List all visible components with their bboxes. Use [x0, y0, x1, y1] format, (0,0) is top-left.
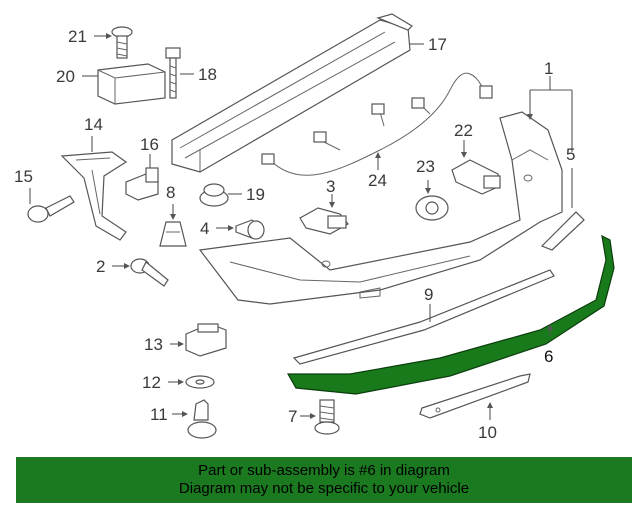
part-5-reflector [540, 211, 585, 251]
part-11-clip [187, 399, 217, 439]
callout-7: 7 [288, 407, 297, 426]
part-16-clip-nut [125, 167, 159, 201]
part-8-clip [159, 221, 187, 247]
callout-11: 11 [150, 405, 168, 424]
info-banner: Part or sub-assembly is #6 in diagram Di… [16, 457, 632, 503]
part-2-screw [130, 258, 169, 287]
callout-21: 21 [68, 27, 87, 46]
part-4-plug [235, 219, 265, 240]
callout-6: 6 [544, 347, 553, 366]
part-12-washer [185, 375, 215, 389]
callout-20: 20 [56, 67, 75, 86]
callout-23: 23 [416, 157, 435, 176]
part-24-wiring-harness [261, 72, 493, 176]
callout-3: 3 [326, 177, 335, 196]
callout-9: 9 [424, 285, 433, 304]
callout-5: 5 [566, 145, 575, 164]
banner-line-2: Diagram may not be specific to your vehi… [178, 480, 470, 497]
callout-8: 8 [166, 183, 175, 202]
part-1-bumper-cover [198, 111, 563, 305]
parts-diagram: 17 21 20 18 14 15 16 [14, 13, 615, 442]
part-20-bracket [97, 63, 166, 105]
part-15-screw [27, 195, 75, 223]
callout-19: 19 [246, 185, 265, 204]
part-10-bracket [419, 373, 531, 419]
part-9-molding [292, 269, 555, 365]
callout-24: 24 [368, 171, 387, 190]
callout-17: 17 [428, 35, 447, 54]
part-6-valance-highlighted [286, 234, 615, 395]
callout-12: 12 [142, 373, 161, 392]
part-17-reinforcement-beam [171, 13, 413, 173]
part-21-screw [111, 26, 133, 59]
callout-13: 13 [144, 335, 163, 354]
part-14-bracket [60, 151, 128, 241]
callout-4: 4 [200, 219, 209, 238]
part-3-sensor [299, 207, 349, 235]
part-19-grommet [199, 183, 229, 207]
part-22-sensor [451, 159, 501, 195]
part-18-bolt [165, 47, 181, 99]
part-13-retainer [185, 323, 227, 357]
callout-22: 22 [454, 121, 473, 140]
callout-14: 14 [84, 115, 103, 134]
callout-18: 18 [198, 65, 217, 84]
part-7-bolt [314, 399, 340, 435]
callout-10: 10 [478, 423, 497, 442]
callout-1: 1 [544, 59, 553, 78]
callout-15: 15 [14, 167, 33, 186]
part-23-sensor [415, 195, 449, 221]
callout-16: 16 [140, 135, 159, 154]
callout-2: 2 [96, 257, 105, 276]
banner-line-1: Part or sub-assembly is #6 in diagram [198, 462, 450, 479]
